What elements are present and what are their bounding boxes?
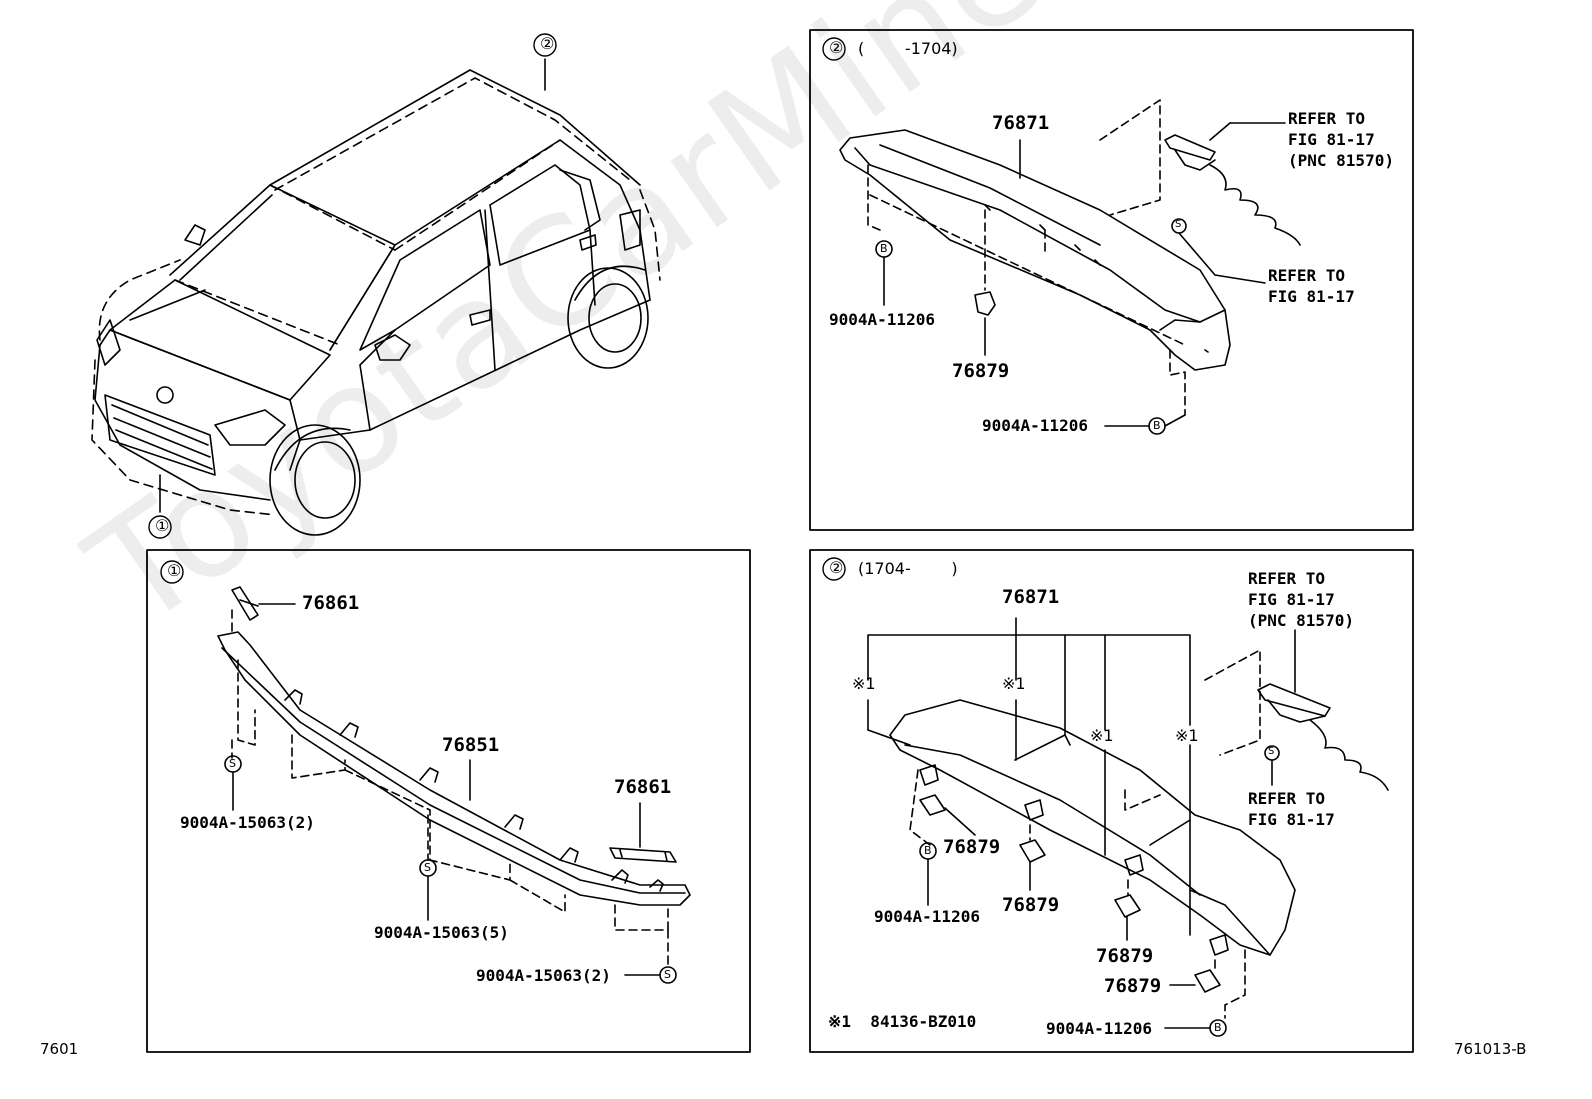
car-illustration (91, 33, 661, 539)
bolt-9004a-11206-a-right[interactable]: 9004A-11206 (982, 416, 1088, 435)
s-symbol-2: S (424, 861, 431, 874)
s-symbol-a: S (1175, 219, 1182, 230)
clip-9004a-15063-left[interactable]: 9004A-15063(2) (180, 813, 315, 832)
part-76879-b1[interactable]: 76879 (943, 836, 1001, 858)
refer-fig-81-17-pnc-b[interactable]: REFER TO FIG 81-17 (PNC 81570) (1248, 569, 1354, 630)
panel-front-marker: ① (167, 561, 182, 580)
panel-spoiler-a-frame (809, 29, 1414, 531)
b-symbol-b1: B (924, 844, 932, 857)
part-76879-b3[interactable]: 76879 (1096, 945, 1154, 967)
footer-left-code: 7601 (40, 1040, 79, 1058)
mark-1-c: ※1 (1090, 726, 1114, 745)
refer-fig-81-17-b[interactable]: REFER TO FIG 81-17 (1248, 789, 1335, 829)
mark-1-d: ※1 (1175, 726, 1199, 745)
part-76879-a[interactable]: 76879 (952, 360, 1010, 382)
mark-1-a: ※1 (852, 674, 876, 693)
panel-spoiler-b-frame (809, 549, 1414, 1053)
b-symbol-b2: B (1214, 1021, 1222, 1034)
clip-9004a-15063-right[interactable]: 9004A-15063(2) (476, 966, 611, 985)
refer-fig-81-17-a[interactable]: REFER TO FIG 81-17 (1268, 266, 1355, 306)
bolt-9004a-11206-b-left[interactable]: 9004A-11206 (874, 907, 980, 926)
callout-2[interactable]: ② (540, 34, 555, 53)
s-symbol-3: S (664, 968, 671, 981)
note-84136-bz010: ※1 84136-BZ010 (828, 1012, 977, 1031)
rear-spoiler-a-drawing (839, 99, 1301, 435)
s-symbol-1: S (229, 757, 236, 770)
s-symbol-b: S (1268, 746, 1275, 757)
part-76851[interactable]: 76851 (442, 734, 500, 756)
panel-a-range: ( -1704) (858, 39, 958, 58)
front-lip-spoiler-drawing (217, 586, 691, 984)
footer-right-code: 761013-B (1454, 1040, 1527, 1058)
part-76879-b4[interactable]: 76879 (1104, 975, 1162, 997)
part-76879-b2[interactable]: 76879 (1002, 894, 1060, 916)
refer-fig-81-17-pnc-a[interactable]: REFER TO FIG 81-17 (PNC 81570) (1288, 109, 1394, 170)
part-76861-right[interactable]: 76861 (614, 776, 672, 798)
panel-b-marker: ② (829, 558, 844, 577)
panel-b-range: (1704- ) (858, 559, 958, 578)
bolt-9004a-11206-a-left[interactable]: 9004A-11206 (829, 310, 935, 329)
part-76871-a[interactable]: 76871 (992, 112, 1050, 134)
callout-1[interactable]: ① (155, 516, 170, 535)
mark-1-b: ※1 (1002, 674, 1026, 693)
panel-front-frame (146, 549, 751, 1053)
b-symbol-a1: B (880, 242, 888, 255)
rear-spoiler-b-drawing (867, 617, 1389, 1037)
part-76861-top[interactable]: 76861 (302, 592, 360, 614)
panel-a-marker: ② (829, 38, 844, 57)
bolt-9004a-11206-b-right[interactable]: 9004A-11206 (1046, 1019, 1152, 1038)
part-76871-b[interactable]: 76871 (1002, 586, 1060, 608)
b-symbol-a2: B (1153, 419, 1161, 432)
clip-9004a-15063-mid[interactable]: 9004A-15063(5) (374, 923, 509, 942)
